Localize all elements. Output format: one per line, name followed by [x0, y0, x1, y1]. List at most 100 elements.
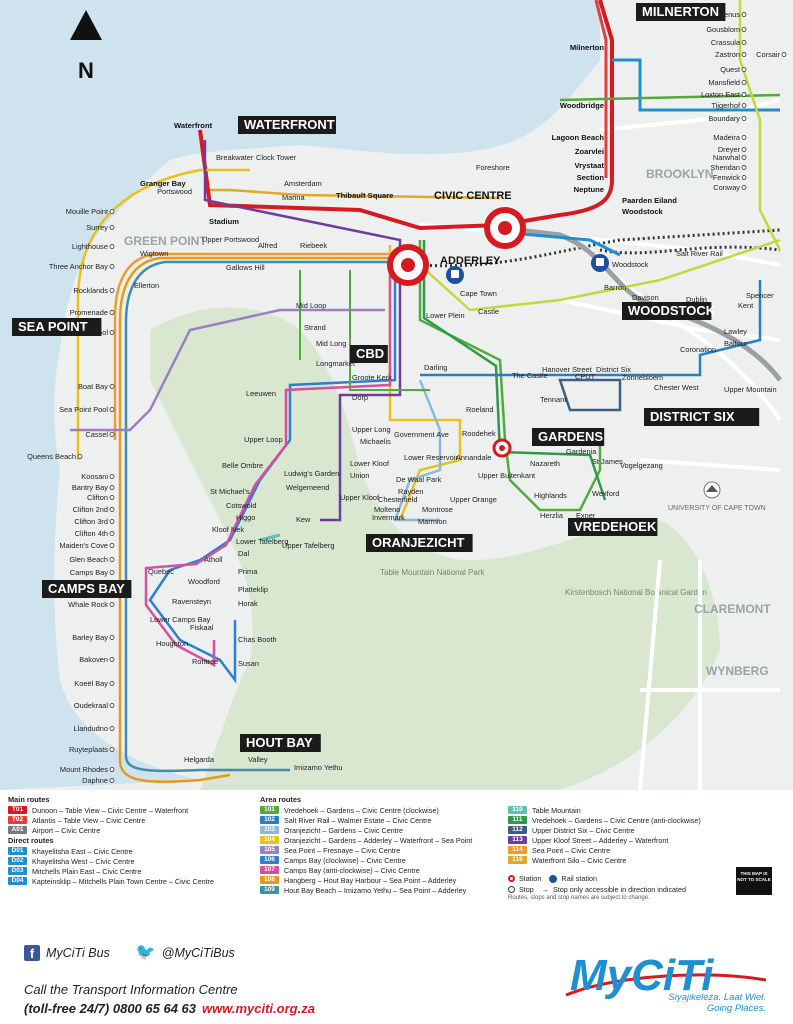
stop-label: Venus — [719, 10, 740, 19]
stop-label: Lower Camps Bay — [150, 615, 211, 624]
stop-label: Madeira — [713, 133, 741, 142]
station-civic-centre[interactable] — [484, 207, 526, 249]
stop-dot[interactable] — [109, 384, 115, 389]
stop-label: CPUT — [575, 372, 596, 381]
stop-label: Montrose — [422, 505, 453, 514]
svg-text:WOODSTOCK: WOODSTOCK — [628, 303, 716, 318]
area-tag-woodstock: WOODSTOCK — [622, 302, 716, 320]
stop-dot[interactable] — [741, 67, 747, 72]
station-gardens[interactable] — [492, 438, 512, 458]
stop-dot[interactable] — [109, 703, 115, 708]
route-103 — [393, 379, 442, 522]
stop-dot[interactable] — [109, 767, 115, 772]
stop-dot[interactable] — [109, 432, 115, 437]
stop-label: Graaff's Pool — [66, 328, 109, 337]
stop-label: Clifton — [87, 493, 108, 502]
svg-text:CBD: CBD — [356, 346, 384, 361]
stop-dot[interactable] — [741, 12, 747, 17]
area-tag-green-point: GREEN POINT — [124, 234, 207, 248]
stop-dot[interactable] — [109, 681, 115, 686]
stop-label: Prima — [238, 567, 258, 576]
stop-dot[interactable] — [741, 147, 747, 152]
stop-dot[interactable] — [741, 155, 747, 160]
facebook-icon[interactable]: f — [24, 945, 40, 961]
stop-dot[interactable] — [109, 507, 115, 512]
stop-label: Castle — [478, 307, 499, 316]
stop-dot[interactable] — [109, 531, 115, 536]
stop-dot[interactable] — [741, 27, 747, 32]
website-link[interactable]: www.myciti.org.za — [202, 1001, 315, 1016]
stop-dot[interactable] — [781, 52, 787, 57]
social-links: f MyCiTi Bus 🐦 @MyCiTiBus — [24, 945, 235, 961]
stop-dot[interactable] — [741, 40, 747, 45]
stop-label: Quest — [720, 65, 740, 74]
route-name: Upper Kloof Street – Adderley – Waterfro… — [532, 835, 669, 845]
area-tag-claremont: CLAREMONT — [694, 602, 771, 616]
route-badge: 112 — [508, 826, 527, 834]
svg-text:BROOKLYN: BROOKLYN — [646, 167, 714, 181]
stop-label: Nazareth — [530, 459, 560, 468]
route-name: Airport – Civic Centre — [32, 825, 101, 835]
stop-dot[interactable] — [741, 165, 747, 170]
area-tag-district-six: DISTRICT SIX — [644, 408, 760, 426]
stop-dot[interactable] — [109, 310, 115, 315]
facebook-handle[interactable]: MyCiTi Bus — [46, 946, 110, 960]
svg-text:SEA POINT: SEA POINT — [18, 319, 88, 334]
stop-dot[interactable] — [109, 657, 115, 662]
rail-station-woodstock[interactable] — [591, 254, 609, 272]
stop-dot[interactable] — [741, 116, 747, 121]
stop-dot[interactable] — [109, 495, 115, 500]
stop-dot[interactable] — [109, 264, 115, 269]
stop-dot[interactable] — [741, 80, 747, 85]
stop-label: Upper Mountain — [724, 385, 777, 394]
stop-label: Union — [350, 471, 369, 480]
area-tag-wynberg: WYNBERG — [706, 664, 769, 678]
stop-dot[interactable] — [109, 474, 115, 479]
stop-dot[interactable] — [741, 135, 747, 140]
stop-label: Woodstock — [622, 207, 664, 216]
legend-stop-text: Stop — [519, 885, 534, 894]
stop-dot[interactable] — [109, 778, 115, 783]
stop-label: Daphne — [82, 776, 108, 785]
rail-station-cape-town[interactable] — [446, 266, 464, 284]
route-d-milnerton — [612, 58, 780, 112]
stop-dot[interactable] — [109, 407, 115, 412]
stop-dot[interactable] — [77, 454, 83, 459]
stop-dot[interactable] — [109, 225, 115, 230]
stop-dot[interactable] — [109, 726, 115, 731]
stop-dot[interactable] — [109, 602, 115, 607]
stop-label: Wexford — [592, 489, 619, 498]
rail-line — [419, 228, 781, 268]
station-adderley[interactable] — [387, 244, 429, 286]
stop-dot[interactable] — [741, 185, 747, 190]
stop-dot[interactable] — [109, 635, 115, 640]
footer: f MyCiTi Bus 🐦 @MyCiTiBus Call the Trans… — [0, 905, 793, 1024]
twitter-icon[interactable]: 🐦 — [135, 944, 156, 961]
stop-dot[interactable] — [109, 244, 115, 249]
twitter-handle[interactable]: @MyCiTiBus — [161, 946, 235, 960]
stop-dot[interactable] — [109, 557, 115, 562]
stop-dot[interactable] — [109, 485, 115, 490]
stop-dot[interactable] — [109, 543, 115, 548]
route-badge: D01 — [8, 847, 27, 855]
stop-dot[interactable] — [741, 103, 747, 108]
stop-dot[interactable] — [741, 175, 747, 180]
stop-dot[interactable] — [109, 570, 115, 575]
stop-dot[interactable] — [741, 52, 747, 57]
stop-dot[interactable] — [109, 209, 115, 214]
stop-label: St Michael's — [210, 487, 250, 496]
legend-main-heading: Main routes — [8, 795, 50, 804]
stop-dot[interactable] — [109, 747, 115, 752]
stop-label: Darling — [424, 363, 447, 372]
stop-label: Whale Rock — [68, 600, 108, 609]
stop-dot[interactable] — [741, 92, 747, 97]
stop-label: Glen Beach — [69, 555, 108, 564]
stop-dot[interactable] — [109, 330, 115, 335]
stop-label: Zoarvlei — [575, 147, 604, 156]
stop-dot[interactable] — [109, 288, 115, 293]
stop-dot[interactable] — [109, 519, 115, 524]
stop-label: Conway — [713, 183, 740, 192]
route-badge: 106 — [260, 856, 279, 864]
